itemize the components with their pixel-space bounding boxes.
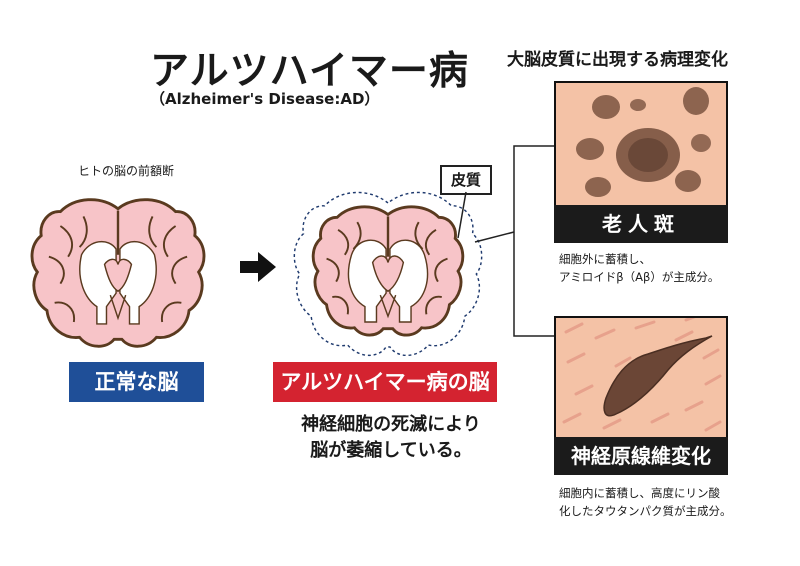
page-title: アルツハイマー病 xyxy=(150,49,469,94)
description-line: アミロイドβ（Aβ）が主成分。 xyxy=(559,270,720,284)
senile-plaque-image xyxy=(554,81,728,207)
progression-arrow-icon xyxy=(240,252,276,282)
neurofibrillary-tangle-image xyxy=(554,316,728,439)
alzheimers-brain-illustration xyxy=(293,191,483,357)
page-subtitle: （Alzheimer's Disease:AD） xyxy=(150,90,380,108)
description-line: 化したタウタンパク質が主成分。 xyxy=(559,504,732,518)
normal-brain-label: 正常な脳 xyxy=(69,362,204,402)
slice-caption: ヒトの脳の前額断 xyxy=(78,164,175,178)
alzheimers-brain-label: アルツハイマー病の脳 xyxy=(273,362,497,402)
description-line: 細胞外に蓄積し、 xyxy=(559,252,651,266)
description-line: 神経細胞の死滅により xyxy=(301,414,481,435)
alzheimers-brain-description: 神経細胞の死滅により 脳が萎縮している。 xyxy=(279,412,503,464)
pathology-heading: 大脳皮質に出現する病理変化 xyxy=(507,50,728,70)
description-line: 脳が萎縮している。 xyxy=(310,440,472,461)
description-line: 細胞内に蓄積し、高度にリン酸 xyxy=(559,486,720,500)
cortex-callout: 皮質 xyxy=(440,165,492,195)
normal-brain-illustration xyxy=(30,198,206,348)
senile-plaque-description: 細胞外に蓄積し、 アミロイドβ（Aβ）が主成分。 xyxy=(559,250,799,286)
senile-plaque-label: 老人斑 xyxy=(554,205,728,243)
neurofibrillary-tangle-label: 神経原線維変化 xyxy=(554,437,728,475)
neurofibrillary-tangle-description: 細胞内に蓄積し、高度にリン酸 化したタウタンパク質が主成分。 xyxy=(559,484,799,520)
